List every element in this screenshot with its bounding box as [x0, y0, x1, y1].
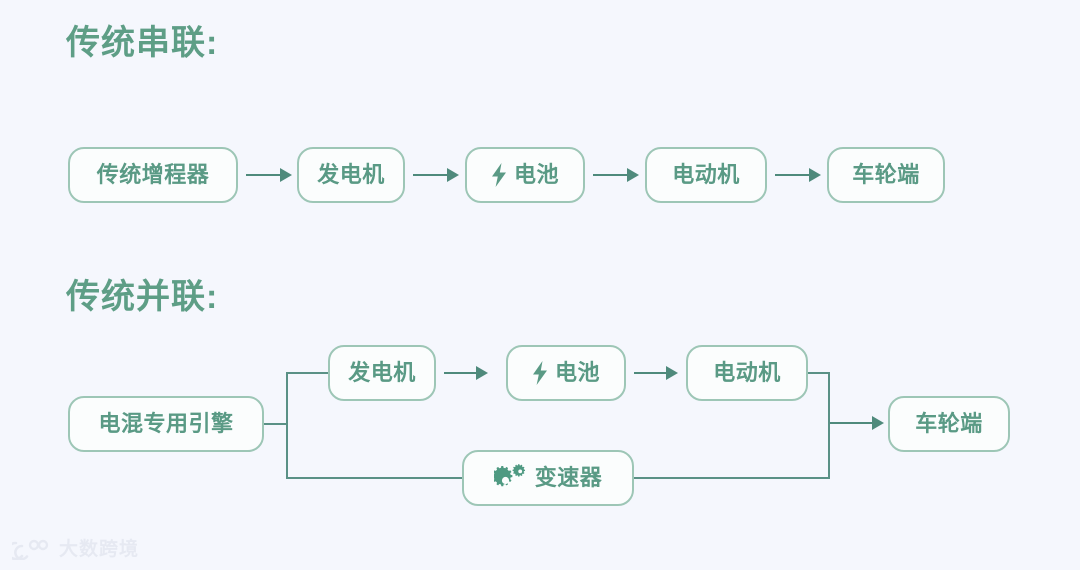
arrow-shaft — [634, 372, 666, 374]
watermark: 大数跨境 — [12, 538, 139, 560]
section-title-parallel: 传统并联: — [66, 278, 219, 316]
logo-mark — [12, 539, 49, 560]
node-label: 电池 — [554, 360, 600, 385]
arrow-shaft — [593, 174, 627, 176]
node-label: 车轮端 — [852, 162, 920, 187]
node-motor[interactable]: 电动机 — [686, 345, 808, 401]
node-generator[interactable]: 发电机 — [297, 147, 405, 203]
section-title-series: 传统串联: — [66, 24, 219, 62]
node-label: 电动机 — [713, 360, 781, 385]
node-label: 发电机 — [317, 162, 385, 187]
node-wheel[interactable]: 车轮端 — [827, 147, 945, 203]
arrow-shaft — [413, 174, 447, 176]
bolt-icon — [491, 163, 506, 187]
node-label: 发电机 — [348, 360, 416, 385]
node-battery[interactable]: 电池 — [506, 345, 626, 401]
arrow-shaft — [775, 174, 809, 176]
node-label: 变速器 — [534, 465, 603, 490]
node-label: 传统增程器 — [96, 162, 210, 187]
connector-split-bus — [286, 372, 288, 479]
arrow-shaft — [830, 422, 872, 424]
node-wheel[interactable]: 车轮端 — [888, 396, 1010, 452]
node-hybrid-engine[interactable]: 电混专用引擎 — [68, 396, 264, 452]
node-generator[interactable]: 发电机 — [328, 345, 436, 401]
node-label: 电池 — [513, 162, 559, 187]
arrow-head — [809, 168, 821, 182]
connector-branch-to-transmission — [286, 477, 462, 479]
gears-icon — [493, 464, 525, 487]
node-motor[interactable]: 电动机 — [645, 147, 767, 203]
connector-motor-out — [806, 372, 830, 374]
connector-branch-to-generator — [286, 372, 330, 374]
arrow-battery-to-motor — [593, 168, 639, 182]
watermark-text: 大数跨境 — [59, 538, 140, 560]
node-label: 电动机 — [672, 162, 740, 187]
arrow-extender-to-generator — [246, 168, 292, 182]
arrow-shaft — [246, 174, 280, 176]
arrow-generator-to-battery — [413, 168, 459, 182]
arrow-head — [627, 168, 639, 182]
connector-transmission-out — [634, 477, 830, 479]
connector-merge-bus — [828, 372, 830, 479]
bolt-icon — [532, 361, 547, 385]
arrow-motor-to-wheel — [775, 168, 821, 182]
arrow-head — [666, 366, 678, 380]
arrow-head — [476, 366, 488, 380]
arrow-head — [447, 168, 459, 182]
node-label: 车轮端 — [915, 411, 983, 436]
arrow-head — [872, 416, 884, 430]
arrow-shaft — [444, 372, 476, 374]
arrow-head — [280, 168, 292, 182]
node-transmission[interactable]: 变速器 — [462, 450, 634, 506]
connector-engine-stub — [264, 423, 288, 425]
arrow-battery-to-motor — [634, 366, 678, 380]
node-label: 电混专用引擎 — [98, 411, 234, 436]
arrow-merge-to-wheel — [830, 416, 884, 430]
node-range-extender[interactable]: 传统增程器 — [68, 147, 238, 203]
arrow-generator-to-battery — [444, 366, 488, 380]
node-battery[interactable]: 电池 — [465, 147, 585, 203]
